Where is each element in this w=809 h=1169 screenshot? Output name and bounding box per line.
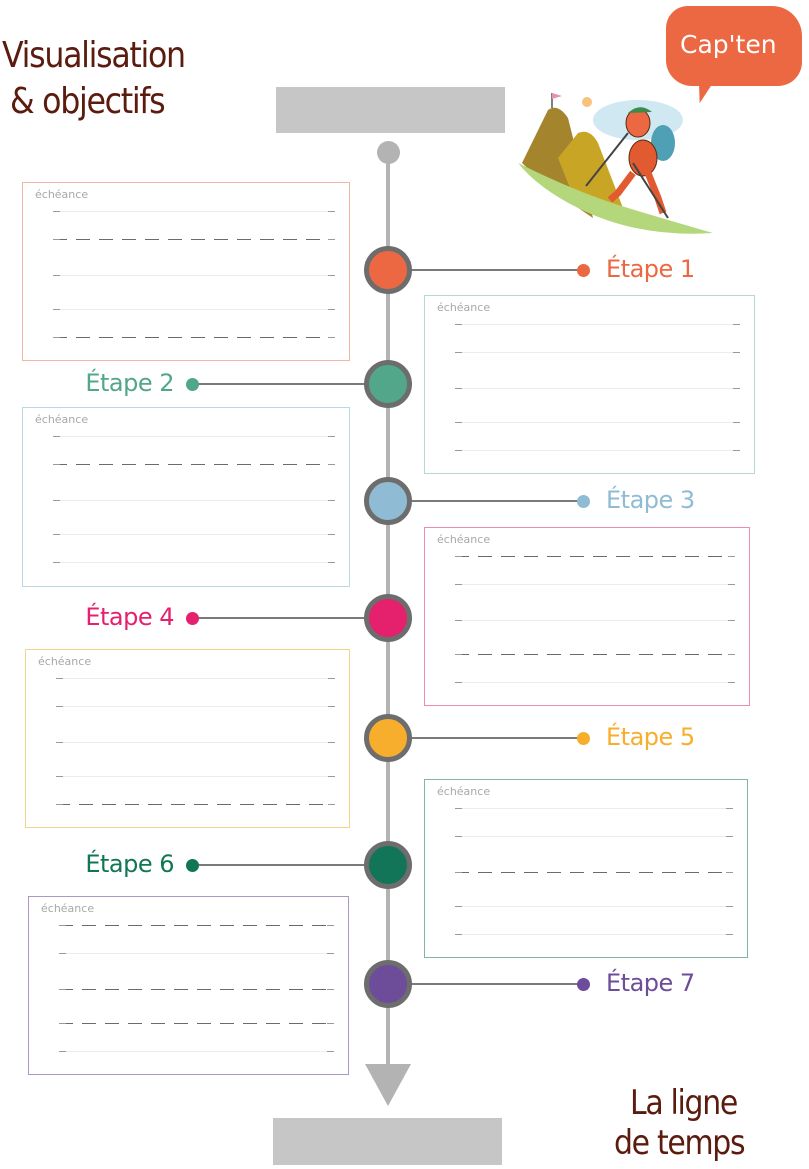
- logo-text: Cap'ten: [680, 30, 777, 59]
- writing-line[interactable]: [53, 464, 335, 465]
- step-label: Étape 7: [606, 969, 695, 997]
- step-node-5: [364, 714, 412, 762]
- milestone-box[interactable]: échéance: [28, 896, 349, 1075]
- writing-line[interactable]: [56, 804, 335, 805]
- connector-dot: [186, 859, 199, 872]
- deadline-label: échéance: [437, 533, 491, 546]
- step-node-3: [364, 477, 412, 525]
- writing-line[interactable]: [455, 906, 733, 907]
- connector-line: [400, 737, 584, 739]
- connector-line: [192, 864, 388, 866]
- footer-title-line2: de temps: [614, 1123, 746, 1163]
- writing-line[interactable]: [53, 239, 335, 240]
- writing-line[interactable]: [455, 450, 740, 451]
- step-node-4: [364, 594, 412, 642]
- writing-line[interactable]: [455, 388, 740, 389]
- step-node-6: [364, 841, 412, 889]
- step-node-1: [364, 246, 412, 294]
- writing-line[interactable]: [53, 211, 335, 212]
- connector-line: [400, 983, 584, 985]
- timeline-end-field[interactable]: [273, 1118, 502, 1165]
- deadline-label: échéance: [35, 413, 89, 426]
- connector-dot: [186, 612, 199, 625]
- writing-line[interactable]: [455, 682, 735, 683]
- deadline-label: échéance: [35, 188, 89, 201]
- writing-line[interactable]: [59, 925, 334, 926]
- connector-line: [192, 383, 388, 385]
- page-title-line1: Visualisation: [2, 35, 186, 76]
- timeline-start-dot: [377, 141, 400, 164]
- step-label: Étape 4: [85, 603, 174, 631]
- writing-line[interactable]: [56, 742, 335, 743]
- milestone-box[interactable]: échéance: [22, 407, 350, 587]
- writing-line[interactable]: [455, 654, 735, 655]
- connector-dot: [577, 495, 590, 508]
- writing-line[interactable]: [53, 500, 335, 501]
- connector-dot: [577, 264, 590, 277]
- writing-line[interactable]: [455, 556, 735, 557]
- writing-line[interactable]: [455, 584, 735, 585]
- step-label: Étape 1: [606, 255, 695, 283]
- milestone-box[interactable]: échéance: [424, 295, 755, 474]
- writing-line[interactable]: [455, 934, 733, 935]
- connector-line: [400, 500, 584, 502]
- writing-line[interactable]: [53, 275, 335, 276]
- step-label: Étape 6: [85, 850, 174, 878]
- writing-line[interactable]: [59, 953, 334, 954]
- writing-line[interactable]: [56, 776, 335, 777]
- connector-line: [400, 269, 584, 271]
- connector-dot: [186, 378, 199, 391]
- connector-line: [192, 617, 388, 619]
- page-title-line2: & objectifs: [10, 81, 166, 122]
- writing-line[interactable]: [455, 872, 733, 873]
- writing-line[interactable]: [455, 620, 735, 621]
- deadline-label: échéance: [437, 785, 491, 798]
- milestone-box[interactable]: échéance: [424, 779, 748, 958]
- writing-line[interactable]: [59, 989, 334, 990]
- writing-line[interactable]: [53, 562, 335, 563]
- logo-speech-bubble: [666, 6, 802, 86]
- writing-line[interactable]: [56, 706, 335, 707]
- writing-line[interactable]: [455, 422, 740, 423]
- deadline-label: échéance: [437, 301, 491, 314]
- writing-line[interactable]: [56, 678, 335, 679]
- milestone-box[interactable]: échéance: [424, 527, 750, 706]
- writing-line[interactable]: [59, 1023, 334, 1024]
- footer-title-line1: La ligne: [630, 1083, 738, 1123]
- milestone-box[interactable]: échéance: [22, 182, 350, 361]
- writing-line[interactable]: [455, 836, 733, 837]
- connector-dot: [577, 732, 590, 745]
- step-label: Étape 5: [606, 723, 695, 751]
- step-node-2: [364, 360, 412, 408]
- writing-line[interactable]: [53, 309, 335, 310]
- step-label: Étape 2: [85, 369, 174, 397]
- timeline-arrow-icon: [365, 1064, 411, 1106]
- writing-line[interactable]: [53, 534, 335, 535]
- milestone-box[interactable]: échéance: [25, 649, 350, 828]
- step-label: Étape 3: [606, 486, 695, 514]
- deadline-label: échéance: [41, 902, 95, 915]
- deadline-label: échéance: [38, 655, 92, 668]
- writing-line[interactable]: [455, 352, 740, 353]
- ant-hiker-illustration: [518, 93, 713, 234]
- writing-line[interactable]: [53, 436, 335, 437]
- writing-line[interactable]: [53, 337, 335, 338]
- writing-line[interactable]: [59, 1051, 334, 1052]
- writing-line[interactable]: [455, 808, 733, 809]
- writing-line[interactable]: [455, 324, 740, 325]
- connector-dot: [577, 978, 590, 991]
- timeline-start-field[interactable]: [276, 87, 505, 133]
- step-node-7: [364, 960, 412, 1008]
